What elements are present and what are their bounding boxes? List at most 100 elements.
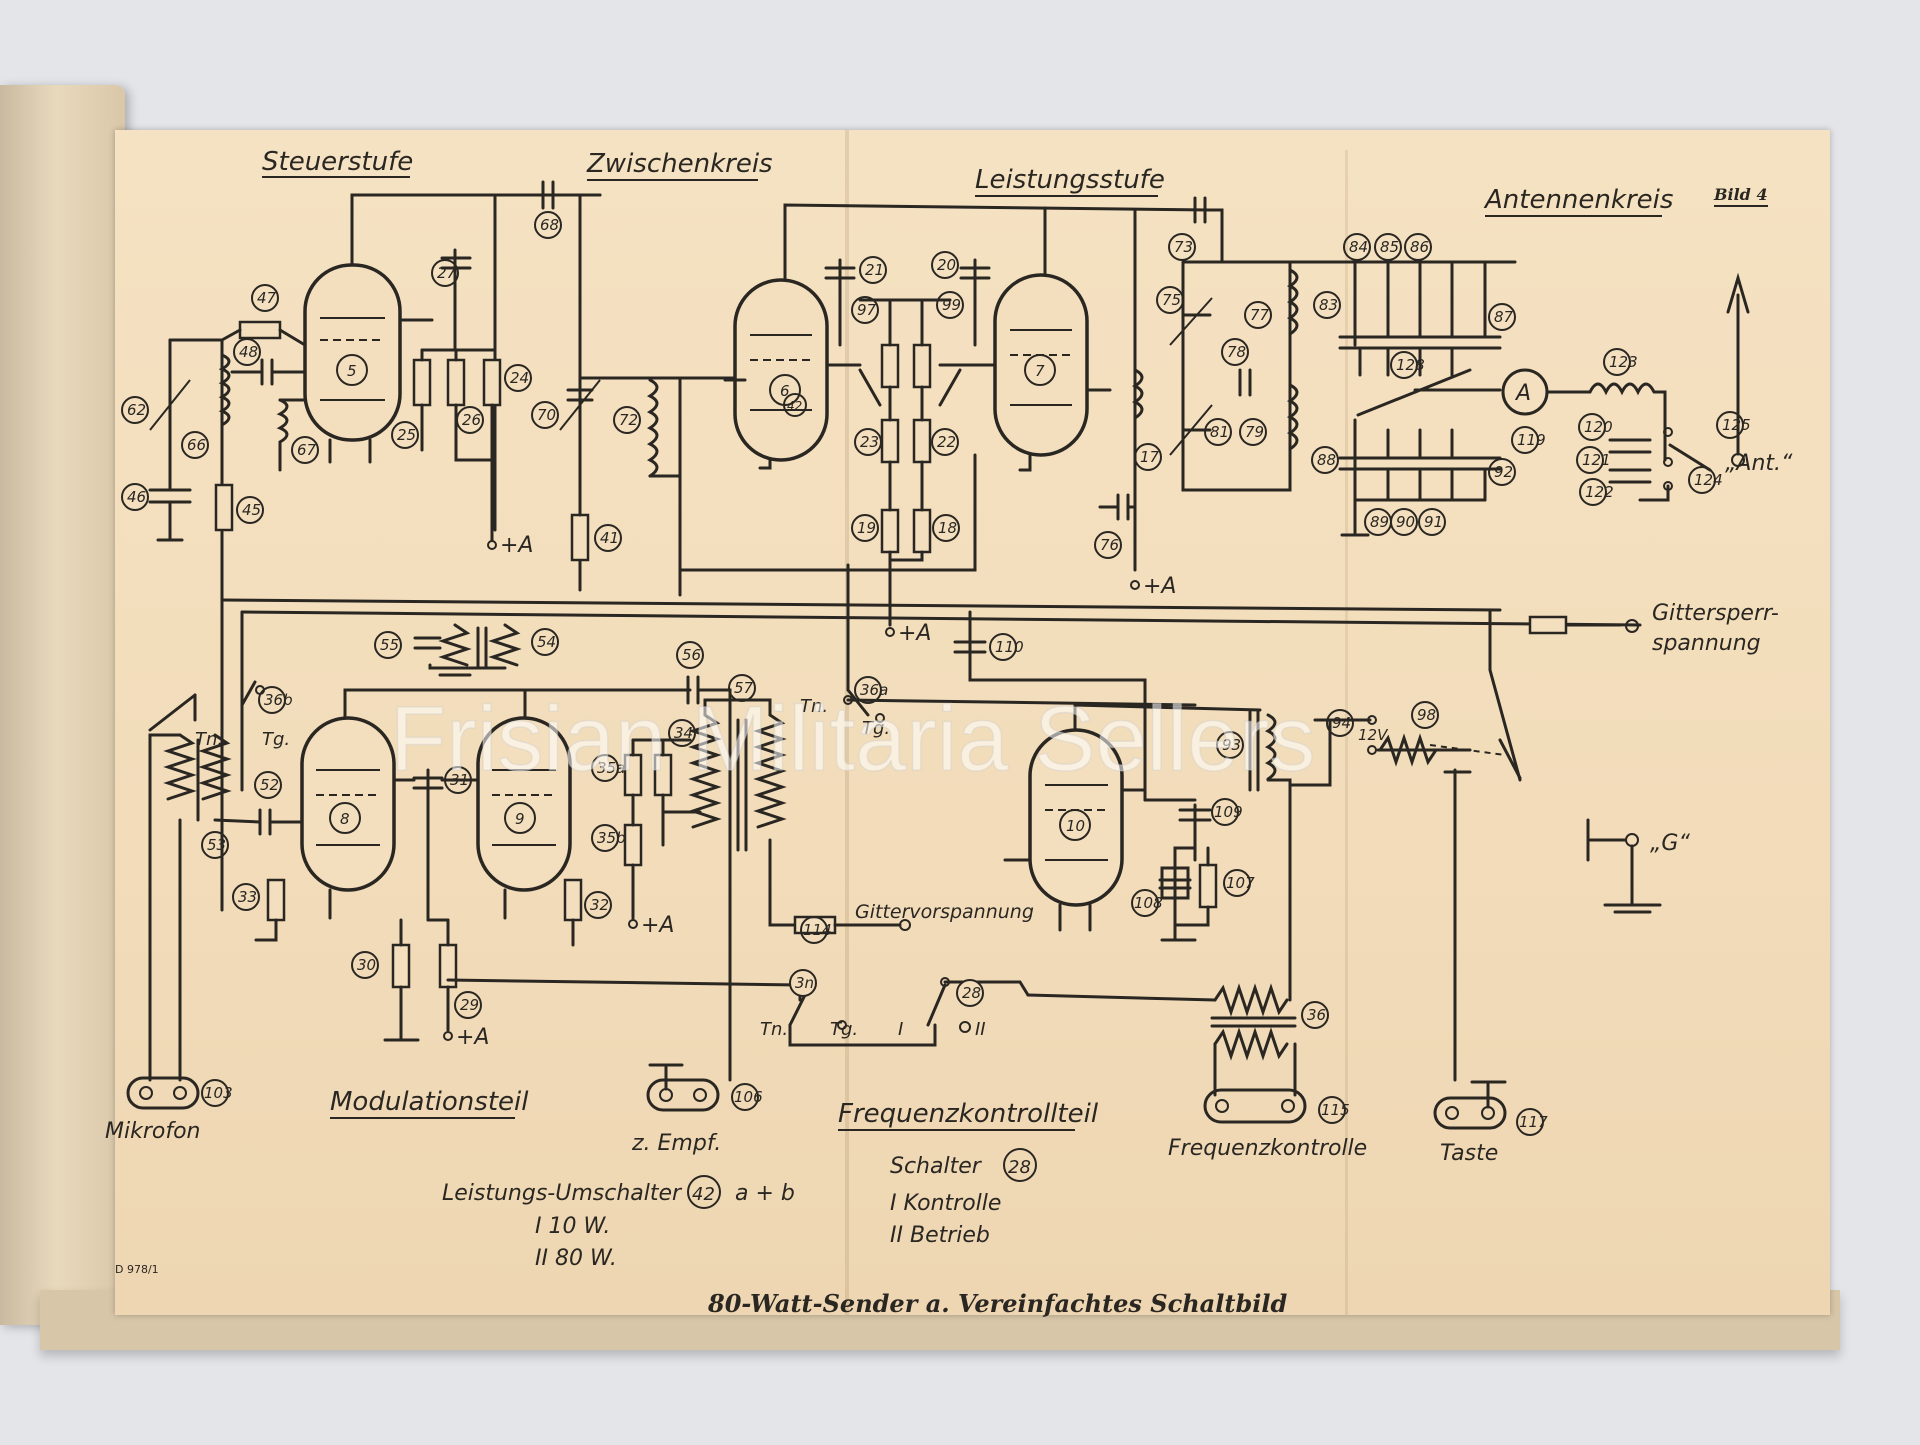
component-ref-114: 114 [803,921,832,939]
component-ref-99: 99 [942,296,961,314]
component-ref-79: 79 [1245,423,1264,441]
component-ref-21: 21 [865,261,884,279]
legend-schalter-ref: 28 [1008,1157,1031,1178]
component-ref-92: 92 [1494,463,1513,481]
empfaenger-label: z. Empf. [631,1131,721,1156]
tube-5 [303,263,402,442]
component-ref-121: 121 [1582,451,1611,469]
component-ref-103: 103 [204,1084,233,1102]
legend-leistungs-ref-circle [687,1175,721,1209]
legend-leistungs-ref: 42 [692,1184,715,1205]
component-ref-31: 31 [450,771,469,789]
component-ref-18: 18 [938,519,957,537]
component-ref-24: 24 [510,369,529,387]
svg-text:8: 8 [340,810,350,828]
component-ref-54: 54 [537,633,556,651]
component-ref-83: 83 [1319,296,1338,314]
component-ref-78: 78 [1227,343,1246,361]
component-ref-67: 67 [297,441,317,459]
component-ref-41: 41 [600,529,619,547]
component-ref-108: 108 [1134,894,1163,912]
component-ref-87: 87 [1494,308,1514,326]
component-ref-42: 42 [787,399,802,413]
component-ref-123: 123 [1609,353,1638,371]
component-ref-55: 55 [380,636,399,654]
legend-schalter-II: II Betrieb [890,1223,990,1248]
page-fold [845,130,849,1315]
frequenzkontrolle-jack [1203,1088,1307,1124]
svg-text:Tg.: Tg. [862,718,890,739]
svg-text:Tg.: Tg. [262,729,290,750]
tube-6 [733,278,829,462]
frequenzkontrolle-label: Frequenzkontrolle [1168,1136,1367,1161]
ground-label: „G“ [1650,831,1690,856]
component-ref-3n: 3n [795,974,814,992]
svg-text:Tn.: Tn. [760,1019,788,1040]
component-ref-70: 70 [537,406,556,424]
component-ref-110: 110 [995,638,1024,656]
component-ref-124: 124 [1694,471,1723,489]
svg-text:6: 6 [780,382,790,400]
component-ref-48: 48 [239,343,258,361]
title-leistungsstufe: Leistungsstufe [975,165,1165,195]
component-ref-88: 88 [1317,451,1336,469]
title-frequenzkontrollteil: Frequenzkontrollteil [838,1099,1099,1129]
component-ref-119: 119 [1517,431,1546,449]
svg-text:10: 10 [1066,817,1085,835]
svg-text:+A: +A [500,533,533,558]
legend-schalter-I: I Kontrolle [890,1191,1001,1216]
component-ref-17: 17 [1140,448,1160,466]
svg-text:9: 9 [515,810,525,828]
component-ref-36: 36 [1307,1006,1326,1024]
gittervorspannung-label: Gittervorspannung [855,901,1034,923]
component-ref-109: 109 [1214,803,1243,821]
mikrofon-jack [126,1076,200,1110]
component-ref-20: 20 [937,256,956,274]
component-ref-57: 57 [734,679,754,697]
component-ref-34: 34 [674,724,693,742]
component-ref-97: 97 [857,301,877,319]
component-ref-117: 117 [1519,1113,1548,1131]
component-ref-33: 33 [238,888,257,906]
component-ref-107: 107 [1226,874,1255,892]
title-antennenkreis: Antennenkreis [1483,185,1673,215]
legend-schalter-ref-circle [1003,1148,1037,1182]
component-ref-56: 56 [682,646,701,664]
legend-leistungs-I: I 10 W. [535,1214,610,1239]
taste-jack [1433,1096,1507,1130]
svg-text:I: I [898,1019,903,1040]
component-labels: 27 68 47 48 62 66 46 45 25 26 24 67 70 7… [121,211,1751,1136]
component-ref-72: 72 [619,411,638,429]
component-ref-30: 30 [357,956,376,974]
print-code: D 978/1 [115,1263,159,1276]
component-ref-62: 62 [127,401,146,419]
component-ref-106: 106 [734,1088,763,1106]
page-fold [1345,150,1348,1315]
component-ref-86: 86 [1410,238,1429,256]
svg-text:+A: +A [641,913,674,938]
component-ref-27: 27 [437,264,457,282]
svg-text:II: II [975,1019,986,1040]
component-ref-98: 98 [1417,706,1436,724]
gittersperr-label-1: Gittersperr- [1652,601,1779,626]
svg-text:Tn.: Tn. [800,696,828,717]
component-ref-53: 53 [207,836,226,854]
component-ref-45: 45 [242,501,261,519]
component-ref-66: 66 [187,436,206,454]
svg-text:A: A [1514,381,1531,406]
component-ref-81: 81 [1210,423,1229,441]
component-ref-19: 19 [857,519,876,537]
svg-text:Tg.: Tg. [830,1019,858,1040]
figure-caption: 80-Watt-Sender a. Vereinfachtes Schaltbi… [707,1289,1287,1318]
component-ref-36a: 36a [860,681,888,699]
svg-text:Tn.: Tn. [195,729,223,750]
taste-label: Taste [1440,1141,1498,1166]
legend-leistungs-title: Leistungs-Umschalter [442,1181,683,1206]
component-ref-85: 85 [1380,238,1399,256]
component-ref-68: 68 [540,216,559,234]
component-ref-22: 22 [937,433,956,451]
component-ref-94: 94 [1332,714,1351,732]
component-ref-46: 46 [127,488,146,506]
svg-text:12V: 12V [1358,726,1389,744]
